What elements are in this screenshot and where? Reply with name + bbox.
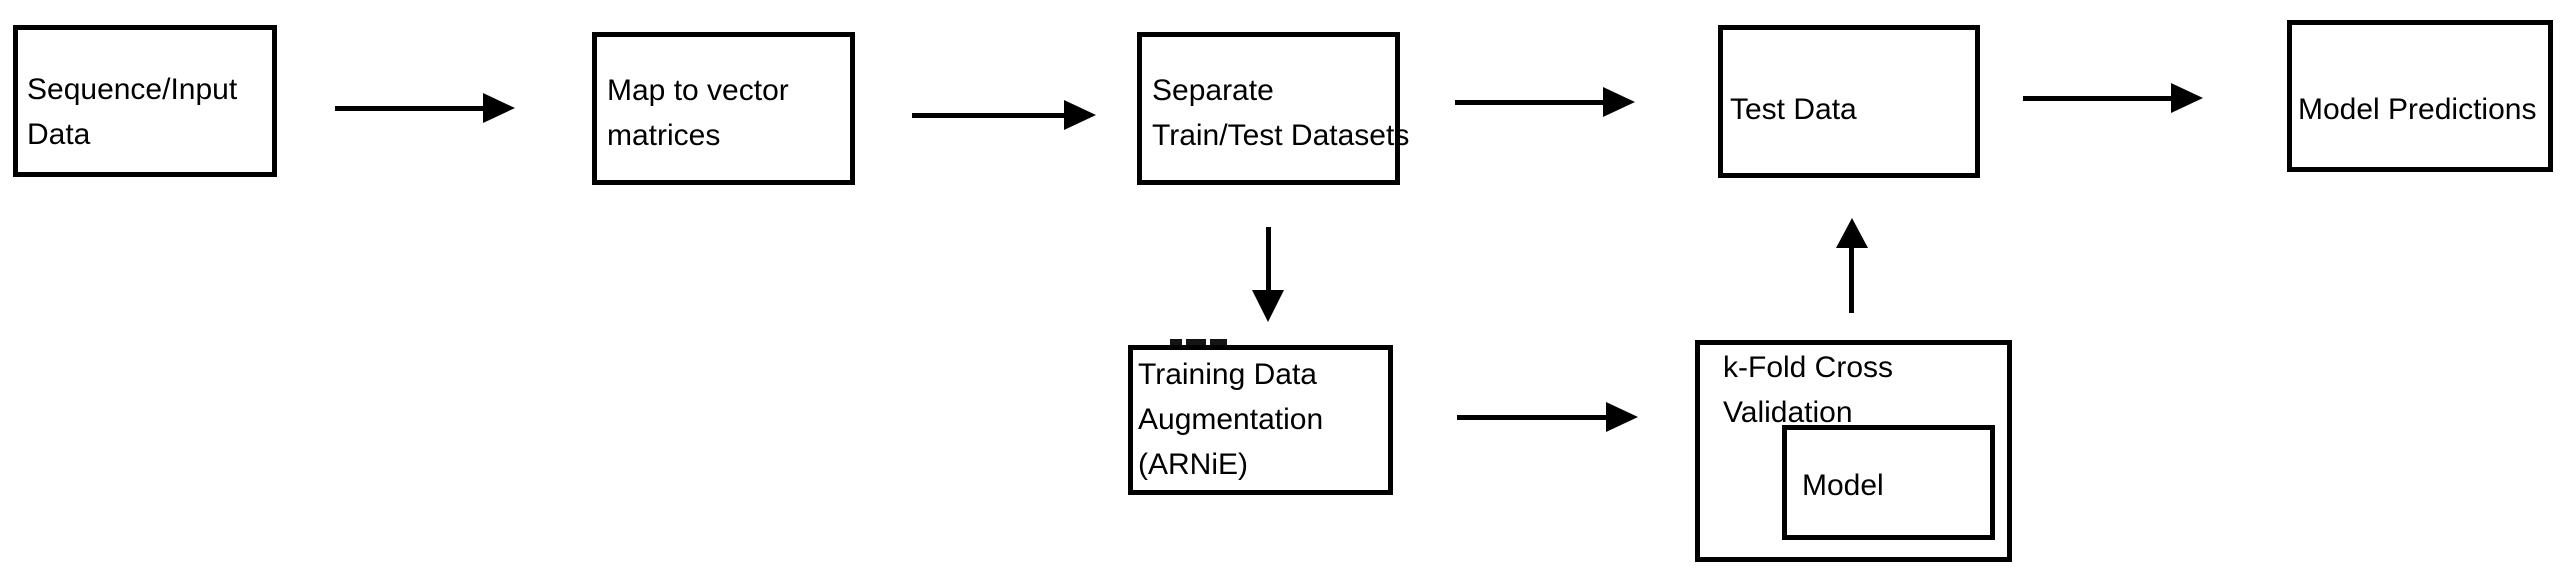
arrow-shaft: [1849, 248, 1854, 313]
node-test-data: Test Data: [1718, 25, 1980, 178]
arrow-shaft: [2023, 96, 2171, 101]
arrow-shaft: [1266, 227, 1271, 290]
arrowhead-right-icon: [483, 93, 515, 123]
node-model-predictions: Model Predictions: [2287, 20, 2553, 172]
node-training-data-augmentation: Training Data Augmentation (ARNiE): [1128, 345, 1393, 495]
arrow-shaft: [335, 106, 483, 111]
arrowhead-up-icon: [1836, 218, 1868, 248]
clipped-text-artifact: [1170, 339, 1227, 345]
arrowhead-right-icon: [2171, 83, 2203, 113]
node-sequence-input-data: Sequence/Input Data: [13, 25, 277, 177]
arrowhead-right-icon: [1064, 100, 1096, 130]
arrowhead-down-icon: [1252, 290, 1284, 322]
node-separate-train-test-datasets: Separate Train/Test Datasets: [1137, 32, 1409, 185]
arrow-shaft: [912, 113, 1064, 118]
arrowhead-right-icon: [1603, 87, 1635, 117]
node-model: Model: [1782, 425, 1995, 540]
arrowhead-right-icon: [1606, 402, 1638, 432]
arrow-shaft: [1455, 100, 1603, 105]
arrow-shaft: [1457, 415, 1606, 420]
node-map-to-vector-matrices: Map to vector matrices: [592, 32, 855, 185]
